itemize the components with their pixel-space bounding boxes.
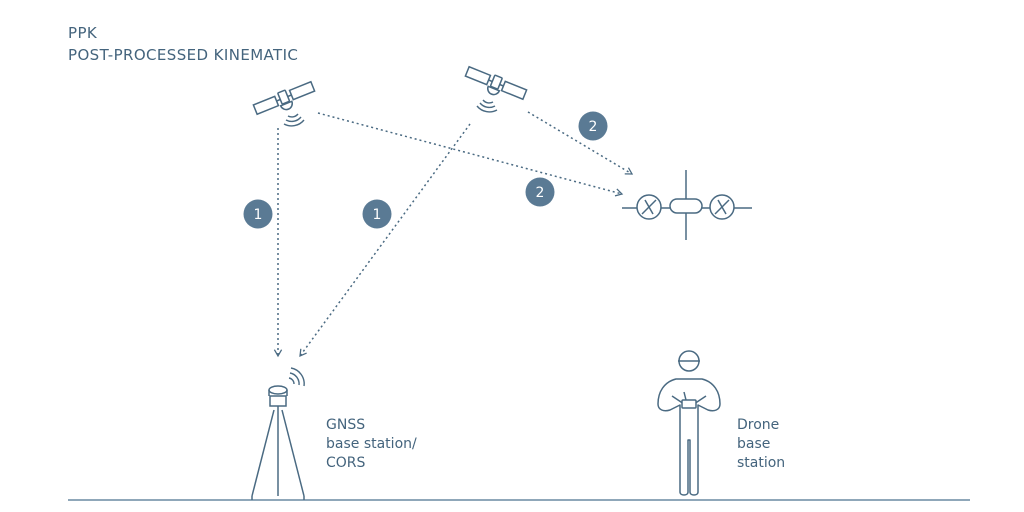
gnss-base-station-label: GNSS base station/ CORS (326, 416, 417, 473)
operator-icon (657, 350, 721, 496)
signal-waves-icon (476, 99, 498, 113)
signal-lines (273, 111, 634, 358)
gnss-label-line: CORS (326, 455, 366, 471)
gnss-label-line: base station/ (326, 436, 417, 452)
step-badge: 2 (578, 111, 608, 141)
step-badge-label: 1 (254, 207, 263, 223)
tripod-antenna-icon (251, 385, 305, 500)
title-line-1: PPK (68, 24, 98, 42)
satellite-icon (252, 80, 316, 116)
step-badge-label: 2 (536, 185, 545, 201)
step-badge: 1 (362, 199, 392, 229)
step-badge: 2 (525, 177, 555, 207)
signal-sat2-to-drone (527, 111, 634, 175)
drone-base-label-line: base (737, 436, 771, 452)
signal-waves-icon (288, 367, 305, 387)
step-badge-label: 1 (373, 207, 382, 223)
signal-waves-icon (283, 113, 305, 127)
drone-base-label-line: station (737, 455, 786, 471)
signal-sat2-to-base (299, 123, 471, 358)
step-badge: 1 (243, 199, 273, 229)
gnss-label-line: GNSS (326, 417, 366, 433)
step-badge-label: 2 (589, 119, 598, 135)
satellite-icon (464, 65, 528, 101)
drone-base-label-line: Drone (737, 417, 780, 433)
drone-base-station-label: Drone base station (737, 416, 785, 473)
title-line-2: POST-PROCESSED KINEMATIC (68, 46, 299, 64)
diagram-title: PPK POST-PROCESSED KINEMATIC (68, 22, 298, 66)
drone-icon (622, 170, 752, 240)
